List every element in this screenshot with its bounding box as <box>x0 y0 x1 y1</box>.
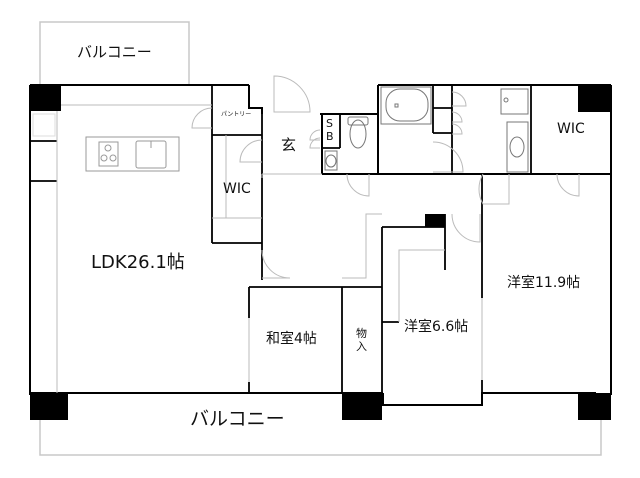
storage-label-bottom: 入 <box>356 340 367 353</box>
shoe-box-s-label: S <box>326 117 333 130</box>
storage-label-top: 物 <box>356 327 367 340</box>
western-room-large-label: 洋室11.9帖 <box>507 275 581 291</box>
shoe-box-b-label: B <box>326 130 334 143</box>
wic-right-label: WIC <box>557 121 585 137</box>
entrance-label: 玄 <box>281 136 297 154</box>
inner-walls <box>30 85 532 405</box>
balcony-bottom-label: バルコニー <box>190 408 285 430</box>
ldk-label: LDK26.1帖 <box>91 252 185 273</box>
bathtub <box>380 86 432 125</box>
balcony-top-outline <box>39 21 190 84</box>
kitchen-counter <box>32 113 180 172</box>
thin-lines <box>56 75 580 393</box>
toilet <box>324 116 369 171</box>
washroom-fixtures <box>500 88 529 173</box>
outer-walls <box>29 84 612 406</box>
balcony-top-label: バルコニー <box>77 43 152 61</box>
washitsu-label: 和室4帖 <box>266 331 317 347</box>
balcony-bottom-outline <box>39 420 602 456</box>
pillars <box>30 85 611 420</box>
western-room-small-label: 洋室6.6帖 <box>404 319 469 335</box>
pantry-label: パントリー <box>221 111 252 118</box>
wic-left-label: WIC <box>223 181 251 197</box>
